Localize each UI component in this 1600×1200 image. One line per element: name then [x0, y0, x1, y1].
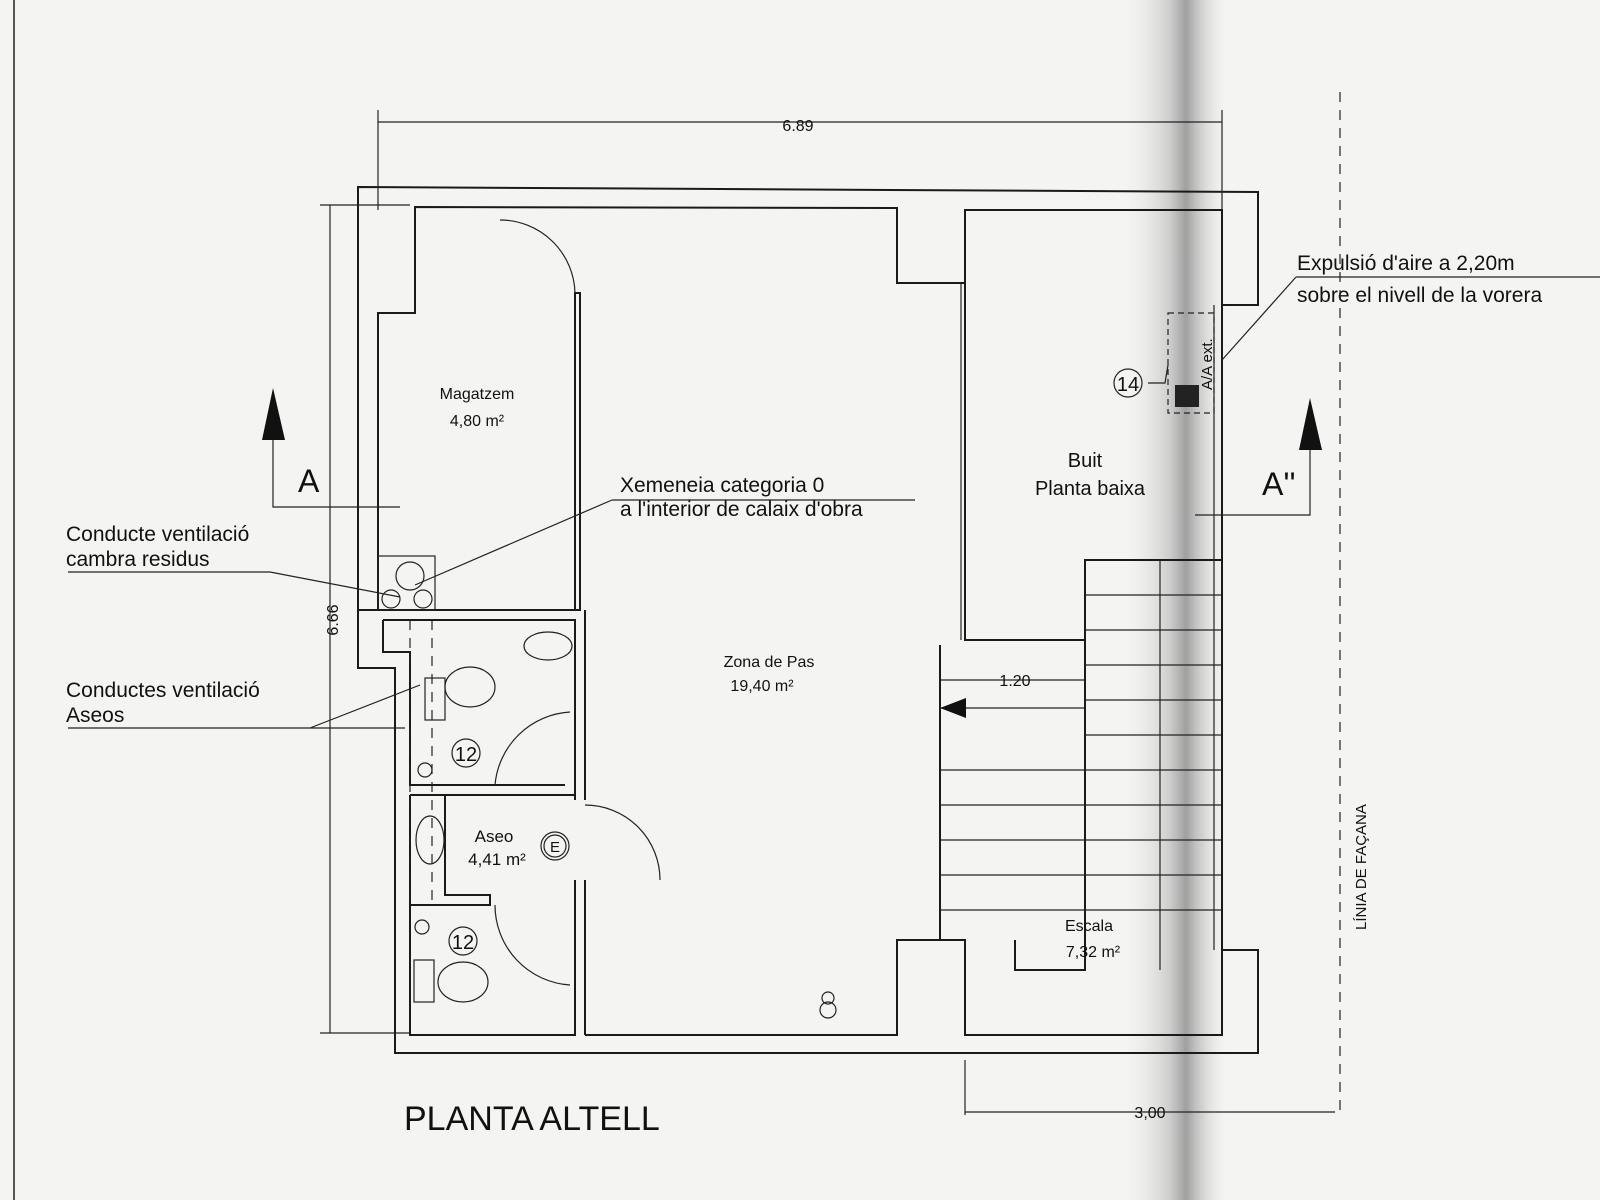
room-area-aseo: 4,41 m² — [468, 850, 526, 869]
stair-treads — [940, 594, 1222, 911]
note-conducte-residus: Conducte ventilació — [66, 523, 249, 546]
svg-text:A'': A'' — [1262, 466, 1296, 502]
tag-14: 14 — [1113, 368, 1143, 398]
note-xemeneia-2: a l'interior de calaix d'obra — [620, 498, 863, 521]
tag-12: 12 — [451, 738, 481, 768]
room-name-escala: Escala — [1065, 918, 1113, 935]
section-marker-right: A'' — [1195, 398, 1322, 516]
tag-12: 12 — [448, 926, 478, 956]
aa-grille-icon — [1175, 385, 1199, 407]
room-sub-buit: Planta baixa — [1035, 478, 1146, 500]
drawing-title: PLANTA ALTELL — [404, 1100, 660, 1138]
outer-walls — [357, 185, 1259, 1054]
dimension-height: 6.66 — [325, 604, 342, 635]
note-conductes-aseos-2: Aseos — [66, 704, 124, 727]
svg-text:A: A — [298, 463, 320, 499]
fixtures — [377, 312, 1215, 1019]
svg-text:14: 14 — [1117, 374, 1139, 396]
dimension-lines — [320, 110, 1335, 1115]
room-name-aseo: Aseo — [475, 827, 514, 846]
arrow-up-icon — [1299, 398, 1322, 450]
note-expulsio-2: sobre el nivell de la vorera — [1297, 284, 1542, 307]
note-xemeneia: Xemeneia categoria 0 — [620, 474, 824, 497]
section-marker-left: A — [262, 388, 400, 508]
dimension-width: 6.89 — [782, 118, 813, 135]
toilet-icon — [437, 961, 489, 1003]
room-name-magatzem: Magatzem — [440, 386, 515, 403]
room-area-escala: 7,32 m² — [1066, 944, 1121, 961]
sink-icon — [523, 631, 573, 661]
dimension-stair: 1.20 — [999, 673, 1030, 690]
arrow-up-icon — [262, 388, 285, 440]
toilet-icon — [444, 666, 496, 708]
room-area-zona-pas: 19,40 m² — [730, 678, 794, 695]
note-conductes-aseos: Conductes ventilació — [66, 679, 260, 702]
label-aa-ext: A/A ext. — [1199, 338, 1216, 390]
room-name-zona-pas: Zona de Pas — [724, 654, 815, 671]
aa-unit — [1167, 312, 1215, 414]
duct-icon — [413, 589, 433, 609]
note-conducte-residus-2: cambra residus — [66, 548, 210, 571]
svg-text:E: E — [550, 839, 560, 856]
leader-lines — [68, 276, 1600, 729]
interior-walls — [378, 219, 1222, 1036]
tag-e: E — [540, 831, 570, 861]
duct-icon — [381, 589, 401, 609]
label-linia-facana: LÍNIA DE FAÇANA — [1353, 804, 1370, 930]
room-name-buit: Buit — [1068, 450, 1103, 472]
sink-icon — [415, 815, 445, 865]
room-area-magatzem: 4,80 m² — [450, 413, 505, 430]
note-expulsio: Expulsió d'aire a 2,20m — [1297, 252, 1515, 275]
chimney-icon — [395, 561, 425, 591]
svg-text:12: 12 — [455, 744, 477, 766]
dimension-bottom: 3,00 — [1134, 1105, 1165, 1122]
scan-fold-shadow — [1120, 0, 1230, 1200]
svg-text:12: 12 — [452, 932, 474, 954]
